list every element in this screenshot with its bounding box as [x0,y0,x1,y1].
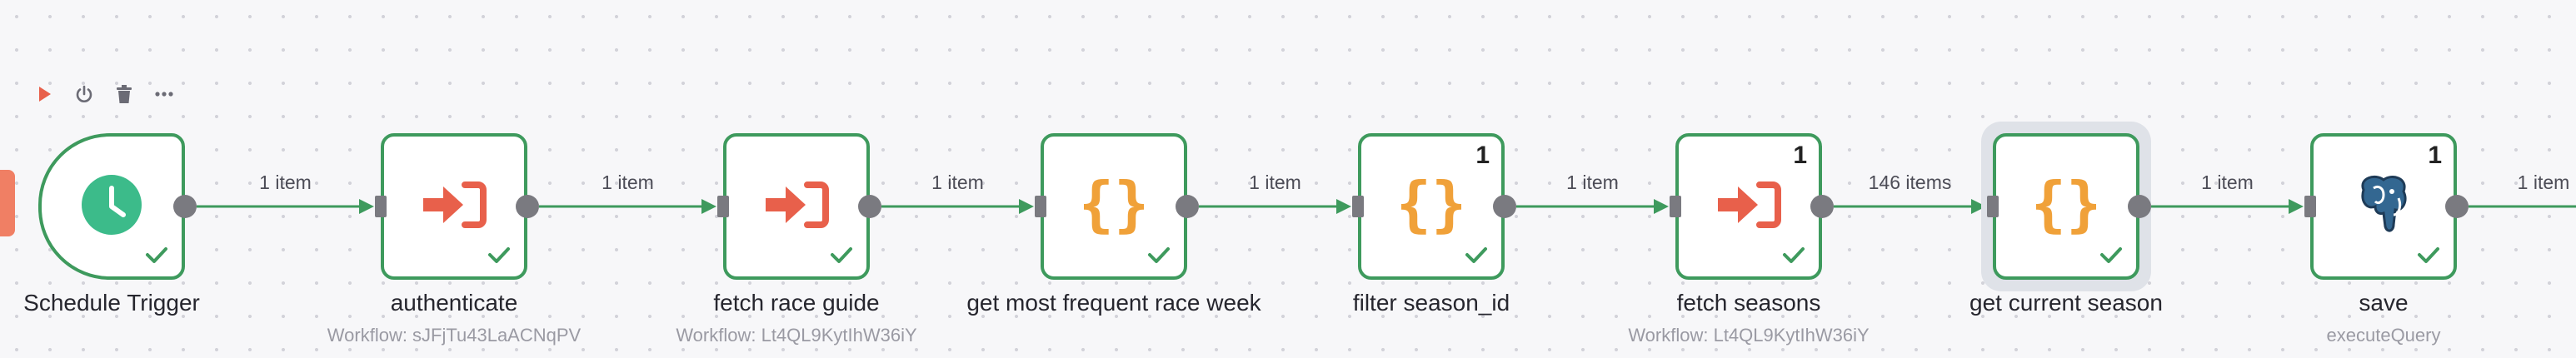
connection-arrow [2289,199,2304,214]
output-port[interactable] [1810,195,1834,218]
clock-icon [80,173,143,241]
svg-text:{}: {} [2036,172,2096,238]
output-port[interactable] [173,195,197,218]
run-count-badge: 1 [2428,142,2442,169]
node-title: get current season [1969,290,2163,316]
node-subtitle: executeQuery [2326,325,2441,346]
node-filter-season-id[interactable]: {} 1 [1358,133,1505,280]
code-braces-icon: {} [2030,169,2103,242]
node-title: authenticate [390,290,518,316]
item-count-label: 1 item [259,172,312,193]
execute-workflow-icon [422,180,487,234]
run-count-badge: 1 [1475,142,1490,169]
success-check-icon [2417,246,2440,268]
node-title: fetch race guide [713,290,880,316]
node-fetch-race-guide[interactable] [723,133,870,280]
output-port[interactable] [1493,195,1516,218]
node-title: filter season_id [1352,290,1510,316]
item-count-label: 1 item [2201,172,2254,193]
connection-arrow [359,199,374,214]
input-port[interactable] [2304,196,2316,217]
connection-arrow [701,199,716,214]
node-get-most-frequent-race-week[interactable]: {} [1041,133,1187,280]
execute-node-icon[interactable] [32,82,57,107]
input-port[interactable] [717,196,729,217]
node-title: fetch seasons [1676,290,1821,316]
node-get-current-season[interactable]: {} [1993,133,2139,280]
run-count-badge: 1 [1793,142,1807,169]
success-check-icon [487,246,511,268]
node-save[interactable]: 1 [2310,133,2457,280]
item-count-label: 146 items [1868,172,1952,193]
svg-text:{}: {} [1084,172,1144,238]
item-count-label: 1 item [2517,172,2570,193]
node-authenticate[interactable] [381,133,527,280]
node-title: save [2359,290,2409,316]
connection-arrow [1019,199,1034,214]
output-port[interactable] [2128,195,2151,218]
execute-workflow-icon [1716,180,1781,234]
connection-arrow [1654,199,1669,214]
node-fetch-seasons[interactable]: 1 [1675,133,1822,280]
output-port[interactable] [516,195,539,218]
node-schedule-trigger[interactable] [38,133,185,280]
item-count-label: 1 item [1249,172,1301,193]
code-braces-icon: {} [1078,169,1151,242]
output-port[interactable] [858,195,881,218]
input-port[interactable] [1987,196,1999,217]
node-toolbar [32,82,177,107]
input-port[interactable] [1035,196,1046,217]
node-subtitle: Workflow: sJFjTu43LaACNqPV [327,325,582,346]
input-port[interactable] [1352,196,1364,217]
item-count-label: 1 item [602,172,654,193]
item-count-label: 1 item [931,172,984,193]
postgres-elephant-icon [2350,173,2417,241]
success-check-icon [2099,246,2123,268]
output-port[interactable] [1176,195,1199,218]
input-port[interactable] [375,196,387,217]
success-check-icon [1147,246,1171,268]
node-subtitle: Workflow: Lt4QL9KytIhW36iY [676,325,917,346]
offscreen-node-edge [0,170,15,236]
success-check-icon [830,246,853,268]
connection-arrow [1336,199,1351,214]
node-title: get most frequent race week [966,290,1261,316]
deactivate-power-icon[interactable] [72,82,97,107]
execute-workflow-icon [764,180,829,234]
svg-text:{}: {} [1401,172,1461,238]
success-check-icon [145,246,168,268]
delete-trash-icon[interactable] [112,82,137,107]
node-subtitle: Workflow: Lt4QL9KytIhW36iY [1628,325,1870,346]
node-title: Schedule Trigger [23,290,200,316]
code-braces-icon: {} [1395,169,1468,242]
more-options-icon[interactable] [152,82,177,107]
item-count-label: 1 item [1566,172,1619,193]
input-port[interactable] [1670,196,1681,217]
success-check-icon [1465,246,1488,268]
success-check-icon [1782,246,1805,268]
connection-arrow [1971,199,1986,214]
output-port[interactable] [2445,195,2469,218]
